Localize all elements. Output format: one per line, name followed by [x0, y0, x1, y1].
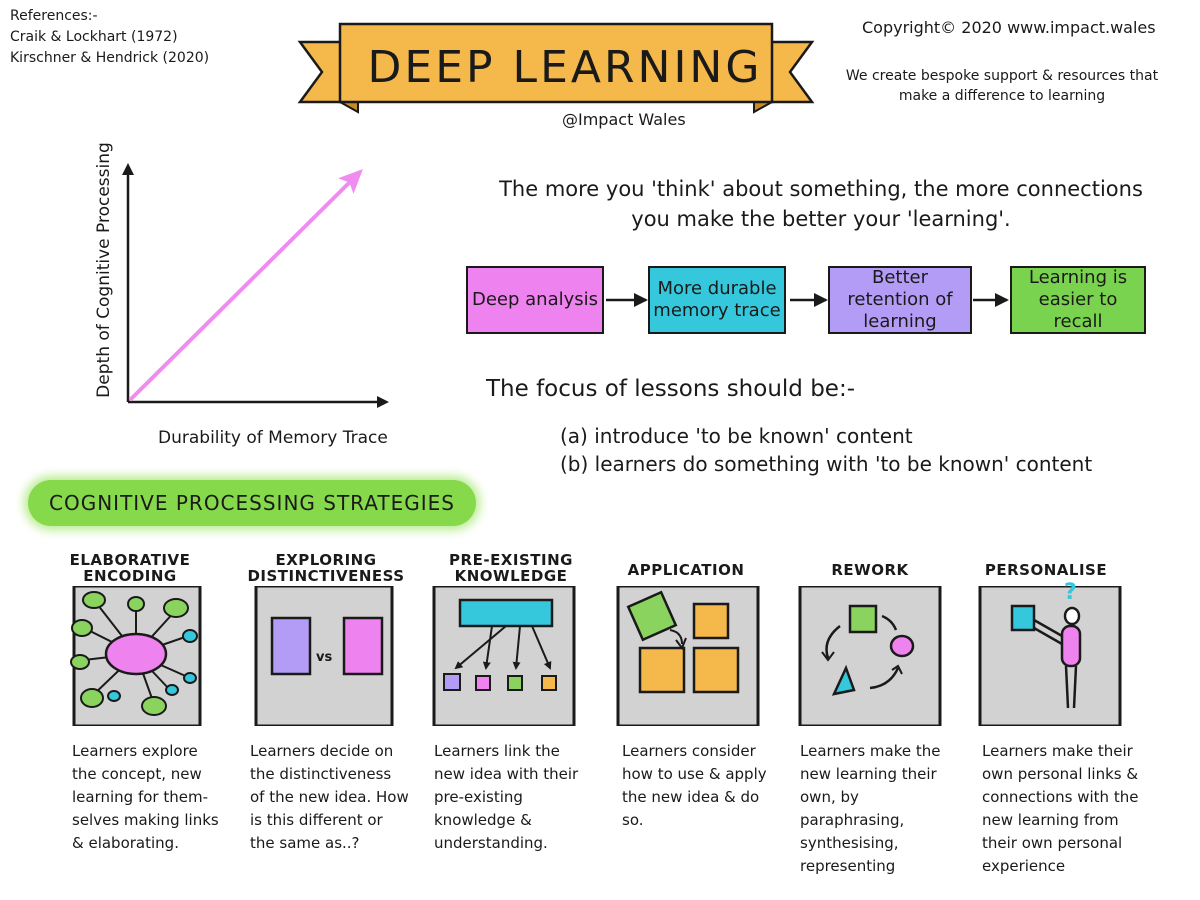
mind-map-icon: [70, 586, 202, 726]
trend-arrow: [128, 169, 363, 402]
strategy-desc-elaborative-encoding: Learners explore the concept, new learni…: [72, 742, 219, 852]
flow-step-better-retention: Better retention of learning: [828, 266, 972, 334]
reference-item: Kirschner & Hendrick (2020): [10, 50, 210, 66]
focus-item-b: (b) learners do something with 'to be kn…: [560, 452, 1093, 476]
flow-arrows: [606, 293, 1009, 307]
strategy-desc-pre-existing-knowledge-links: Learners link the new idea with their pr…: [434, 742, 579, 852]
flow-step-deep-analysis: Deep analysis: [466, 266, 604, 334]
page-title: DEEP LEARNING: [367, 42, 763, 93]
strategy-title-personalise: PERSONALISE: [984, 561, 1108, 579]
focus-title: The focus of lessons should be:-: [486, 376, 856, 402]
references-heading: References:-: [10, 8, 98, 24]
hierarchy-icon: [432, 586, 576, 726]
cycle-shapes-icon: [798, 586, 942, 726]
reference-item: Craik & Lockhart (1972): [10, 29, 178, 45]
strategy-desc-personalise: Learners make their own personal links &…: [982, 742, 1139, 875]
social-handle: @Impact Wales: [562, 110, 686, 129]
strategy-title-exploring-distinctiveness: EXPLORING DISTINCTIVENESS: [247, 551, 405, 585]
flow-step-easier-recall: Learning is easier to recall: [1010, 266, 1146, 334]
key-statement: The more you 'think' about something, th…: [499, 177, 1143, 231]
strategy-title-application: APPLICATION: [627, 561, 745, 579]
strategy-desc-application: Learners consider how to use & apply the…: [622, 742, 767, 829]
question-mark-icon: ?: [1064, 580, 1077, 605]
depth-durability-graph: [122, 163, 389, 408]
strategy-title-elaborative-encoding: ELABORATIVE ENCODING: [69, 551, 191, 585]
flow-step-durable-memory: More durable memory trace: [648, 266, 786, 334]
references: References:- Craik & Lockhart (1972) Kir…: [10, 6, 209, 69]
graph-x-label: Durability of Memory Trace: [158, 428, 388, 448]
compare-vs-icon: [254, 586, 394, 726]
focus-item-a: (a) introduce 'to be known' content: [560, 424, 913, 448]
banner-ribbon: [297, 22, 815, 114]
strategy-title-rework: REWORK: [831, 561, 909, 579]
strategy-desc-exploring-distinctiveness: Learners decide on the distinctiveness o…: [250, 742, 409, 852]
puzzle-fit-icon: [616, 586, 760, 726]
strategy-desc-rework: Learners make the new learning their own…: [800, 742, 941, 875]
person-question-icon: [978, 586, 1122, 726]
copyright-notice: Copyright© 2020 www.impact.wales: [862, 18, 1156, 37]
strategies-heading: COGNITIVE PROCESSING STRATEGIES: [28, 480, 476, 526]
tagline: We create bespoke support & resources th…: [845, 68, 1159, 104]
vs-label: vs: [316, 650, 333, 665]
